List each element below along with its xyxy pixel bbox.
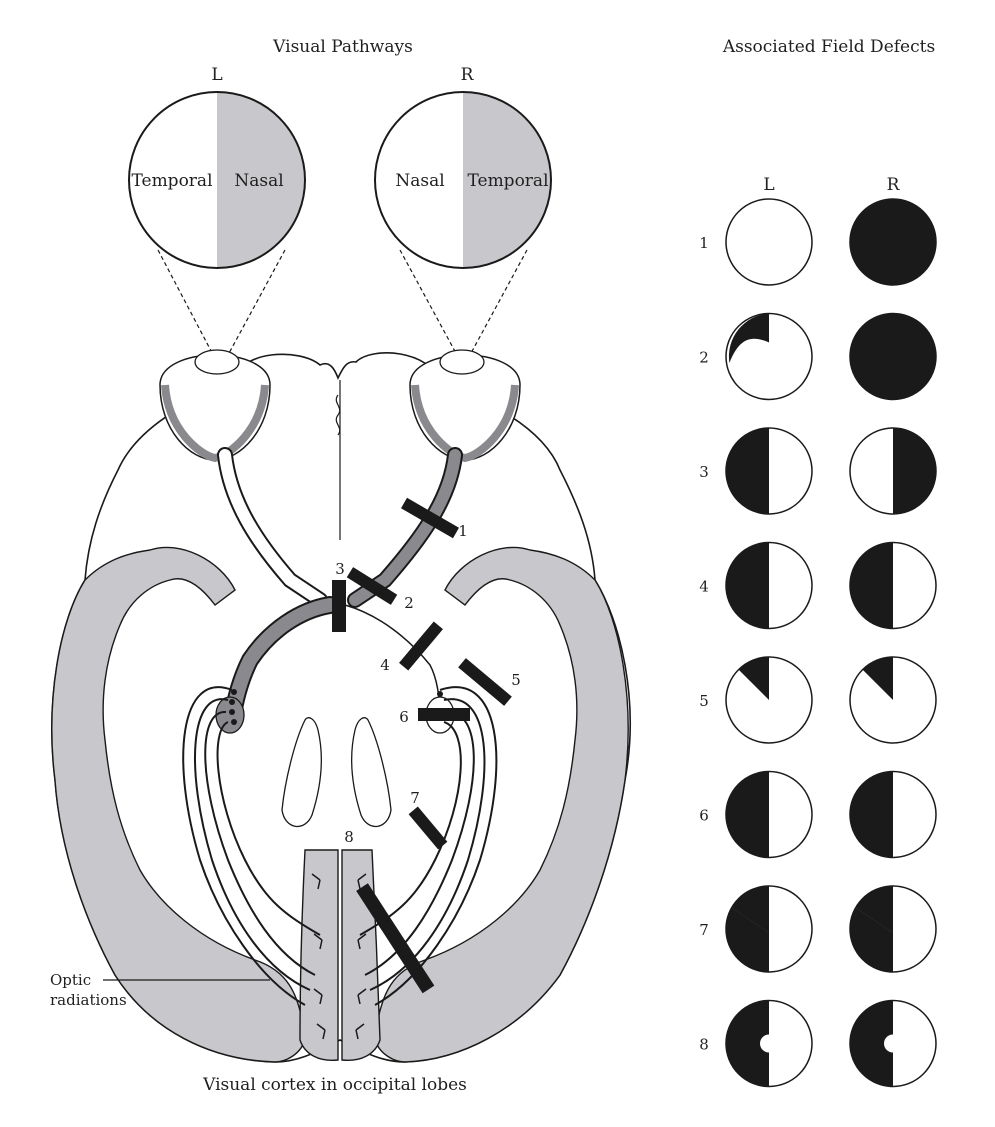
defect-right-6 — [849, 770, 937, 859]
defect-left-2 — [725, 312, 813, 401]
defect-left-1 — [725, 198, 813, 286]
defect-row-number: 3 — [699, 463, 709, 481]
cortex-caption: Visual cortex in occipital lobes — [202, 1075, 467, 1095]
optic-pathway — [215, 447, 463, 734]
right-field-nasal-label: Nasal — [395, 171, 444, 191]
defect-grid: 1 2 3 4 5 6 7 8 — [699, 198, 937, 1088]
cortex-endings — [311, 873, 367, 1040]
defects-column-right: R — [887, 175, 901, 195]
radiation-endpoints — [229, 689, 443, 725]
lesion-bar-3 — [332, 580, 346, 632]
left-field-nasal-label: Nasal — [234, 171, 283, 191]
lesion-bar-2 — [346, 567, 398, 605]
left-eye-label: L — [211, 65, 222, 85]
defect-left-8 — [725, 999, 813, 1088]
optic-radiations-label-line1: Optic — [50, 971, 91, 989]
defect-left-3 — [725, 427, 813, 515]
lesion-bar-6 — [418, 708, 470, 721]
right-field-temporal-label: Temporal — [467, 171, 548, 191]
defect-left-4 — [725, 541, 813, 630]
defect-row-number: 7 — [699, 921, 709, 939]
defect-left-5 — [725, 656, 813, 744]
optic-radiations-label: Optic radiations — [50, 971, 270, 1009]
lesion-bar-1 — [401, 497, 459, 539]
defect-right-2 — [849, 312, 937, 401]
lesion-numbers: 1 2 3 4 5 6 7 8 — [335, 522, 521, 846]
right-eye-label: R — [461, 65, 475, 85]
defect-left-7 — [725, 885, 813, 973]
lesion-number-4: 4 — [380, 656, 390, 674]
right-visual-field: Nasal Temporal — [374, 91, 552, 269]
lesion-number-2: 2 — [404, 594, 414, 612]
left-visual-field: Temporal Nasal — [128, 91, 306, 269]
defect-right-3 — [849, 427, 937, 515]
lesion-bar-7 — [408, 806, 448, 850]
lesion-bar-5 — [458, 658, 512, 706]
lesion-number-8: 8 — [344, 828, 354, 846]
lesion-number-1: 1 — [458, 522, 468, 540]
lesion-number-3: 3 — [335, 560, 345, 578]
left-field-temporal-label: Temporal — [131, 171, 212, 191]
defect-row-number: 6 — [699, 807, 709, 825]
defect-right-1 — [849, 198, 937, 286]
defect-row-number: 8 — [699, 1036, 709, 1054]
lesion-number-6: 6 — [399, 708, 409, 726]
defect-row-number: 4 — [699, 578, 709, 596]
right-eye — [409, 349, 521, 463]
defect-row-number: 2 — [699, 349, 709, 367]
optic-radiations-label-line2: radiations — [50, 991, 127, 1009]
left-panel-title: Visual Pathways — [272, 37, 413, 57]
left-ventricle — [281, 717, 322, 828]
lesion-bar-4 — [399, 621, 443, 671]
left-eye — [159, 349, 271, 463]
defect-right-4 — [849, 541, 937, 630]
defect-left-6 — [725, 770, 813, 859]
defect-right-8 — [849, 999, 937, 1088]
lesion-bars — [332, 497, 512, 994]
lesion-bar-8 — [356, 883, 435, 994]
defect-row-number: 5 — [699, 692, 709, 710]
defects-column-left: L — [763, 175, 774, 195]
defect-right-7 — [849, 885, 937, 973]
lesion-number-7: 7 — [410, 789, 420, 807]
right-ventricle — [351, 717, 392, 828]
defect-right-5 — [849, 656, 937, 744]
left-occipital-cortex — [299, 849, 339, 1062]
right-panel-title: Associated Field Defects — [722, 37, 935, 57]
lesion-number-5: 5 — [511, 671, 521, 689]
left-cortex — [51, 546, 306, 1063]
defect-row-number: 1 — [699, 234, 709, 252]
